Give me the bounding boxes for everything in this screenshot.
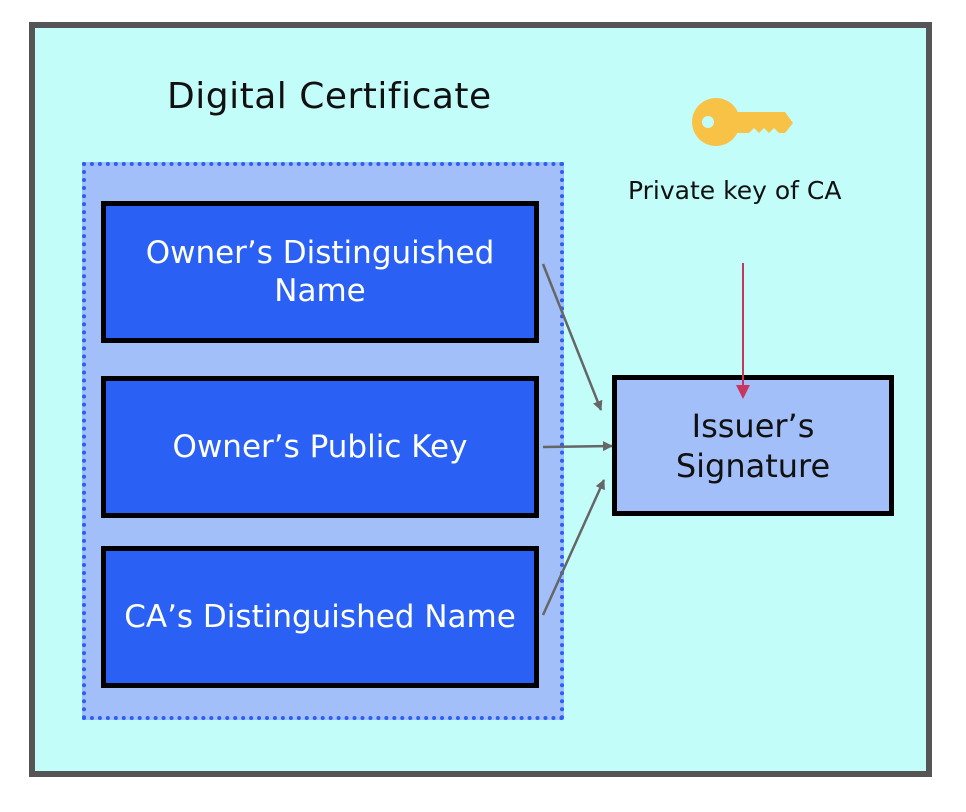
ca-distinguished-name-box: CA’s Distinguished Name xyxy=(101,546,539,688)
private-key-label: Private key of CA xyxy=(628,176,842,205)
owner-public-key-box: Owner’s Public Key xyxy=(101,376,539,518)
ca-distinguished-name-label: CA’s Distinguished Name xyxy=(124,599,516,635)
issuer-signature-label: Issuer’s Signature xyxy=(675,406,831,485)
key-icon xyxy=(692,98,793,146)
ca-name-to-signature-arrow xyxy=(541,479,606,616)
owner-distinguished-name-label: Owner’s Distinguished Name xyxy=(145,235,495,309)
diagram-title: Digital Certificate xyxy=(167,76,492,117)
public-key-to-signature-arrow xyxy=(542,441,613,452)
owner-public-key-label: Owner’s Public Key xyxy=(172,429,468,465)
owner-name-to-signature-arrow xyxy=(541,263,603,411)
owner-distinguished-name-box: Owner’s Distinguished Name xyxy=(101,201,539,343)
issuer-signature-box: Issuer’s Signature xyxy=(612,375,894,516)
